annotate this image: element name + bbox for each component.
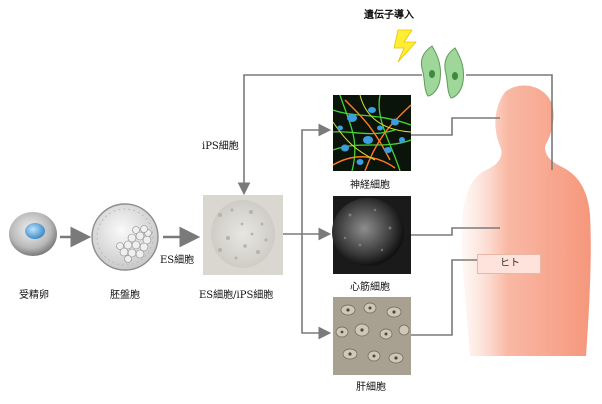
- es-cell-label: ES細胞: [160, 255, 195, 266]
- blastocyst-image: [91, 203, 159, 271]
- nerve-cell-photo: [332, 94, 412, 172]
- ips-cell-label: iPS細胞: [202, 141, 239, 152]
- green-cells-icon: [420, 45, 464, 99]
- es-ips-cell-label: ES細胞/iPS細胞: [199, 290, 274, 301]
- fertilized-egg-label: 受精卵: [19, 290, 49, 301]
- human-body-silhouette: [461, 85, 591, 356]
- liver-cell-label: 肝細胞: [356, 382, 386, 393]
- liver-cell-photo: [333, 297, 411, 375]
- heart-muscle-photo: [332, 196, 411, 274]
- es-ips-cell-photo: [203, 195, 283, 275]
- connectors: [60, 74, 553, 340]
- human-label-box: ヒト: [477, 254, 541, 274]
- lightning-bolt-icon: [393, 29, 417, 63]
- heart-muscle-label: 心筋細胞: [350, 282, 390, 293]
- blastocyst-label: 胚盤胞: [110, 290, 140, 301]
- fertilized-egg-image: [9, 212, 57, 256]
- gene-transfer-label: 遺伝子導入: [364, 10, 414, 21]
- nerve-cell-label: 神経細胞: [350, 180, 390, 191]
